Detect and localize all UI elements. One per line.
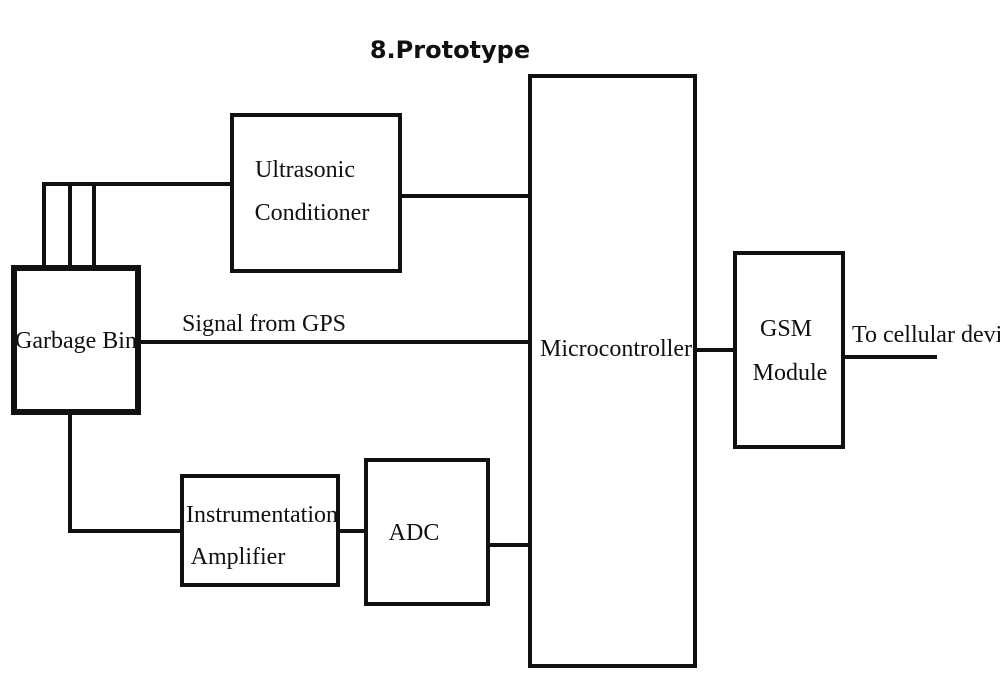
- cellular-output-label: To cellular device: [852, 322, 1000, 348]
- instrumentation-amplifier-block: Instrumentation Amplifier: [180, 474, 340, 587]
- garbage-bin-block: Garbage Bin: [11, 265, 141, 415]
- adc-label: ADC: [389, 520, 440, 546]
- microcontroller-label: Microcontroller: [540, 336, 692, 362]
- gsm-label-line2: Module: [753, 360, 828, 386]
- garbage-bin-label: Garbage Bin: [15, 328, 137, 354]
- amplifier-label-line2: Amplifier: [191, 544, 286, 570]
- ultrasonic-label-line2: Conditioner: [255, 200, 370, 226]
- amplifier-label-line1: Instrumentation: [186, 502, 338, 528]
- gsm-module-block: GSM Module: [733, 251, 845, 449]
- ultrasonic-label-line1: Ultrasonic: [255, 157, 355, 183]
- gps-signal-label: Signal from GPS: [182, 311, 346, 337]
- diagram-title: 8.Prototype: [369, 36, 531, 64]
- bin-to-amp-wire: [68, 412, 184, 533]
- connections: [42, 182, 937, 547]
- microcontroller-block: Microcontroller: [528, 74, 697, 668]
- gsm-label-line1: GSM: [760, 316, 812, 342]
- ultrasonic-conditioner-block: Ultrasonic Conditioner: [230, 113, 402, 273]
- adc-block: ADC: [364, 458, 490, 606]
